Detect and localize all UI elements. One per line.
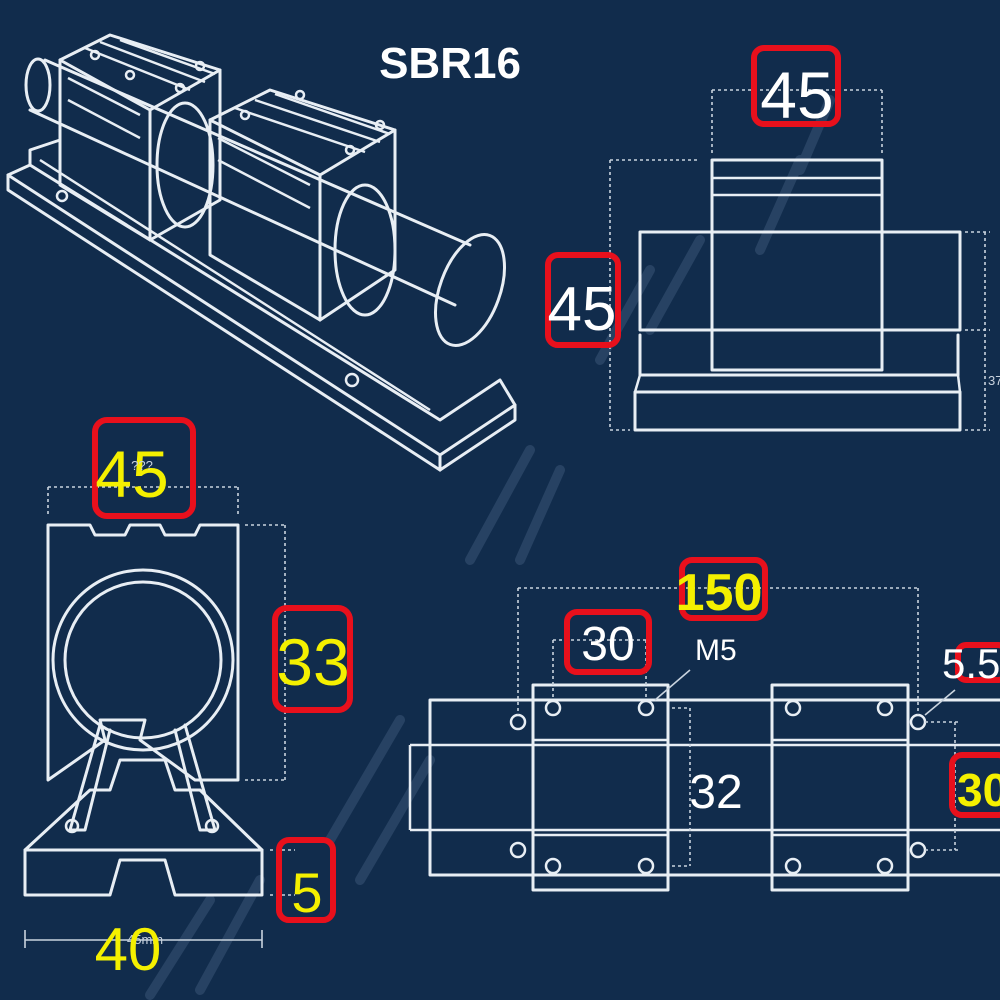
shaft-end bbox=[434, 233, 506, 347]
placeholder-text: ??? bbox=[131, 458, 153, 473]
width-label: 45 bbox=[95, 437, 168, 511]
small-unit-label: 45mm bbox=[127, 932, 163, 947]
height-highlight-box bbox=[545, 252, 621, 348]
top-view: M5 32 150 30 5.5 30 bbox=[408, 557, 1000, 892]
block-width-label: 32 bbox=[689, 766, 742, 819]
thread-label: M5 bbox=[695, 634, 737, 667]
bearing-bore bbox=[51, 568, 235, 752]
watermark bbox=[145, 95, 835, 1000]
base-width-label: 40 bbox=[95, 916, 162, 983]
bearing-block-2 bbox=[208, 88, 397, 322]
length-highlight-box bbox=[679, 557, 768, 621]
end-view: 45mm 45 ??? 33 5 40 bbox=[23, 417, 353, 983]
base-thickness-highlight-box bbox=[276, 837, 336, 923]
front-view: 37 45 45 bbox=[545, 45, 1000, 432]
hole-dia-highlight-box bbox=[955, 642, 1000, 683]
width-highlight-box bbox=[751, 45, 841, 127]
isometric-view bbox=[6, 33, 517, 472]
height-label: 33 bbox=[276, 625, 349, 699]
base-thickness-label: 5 bbox=[291, 861, 322, 924]
height-label: 45 bbox=[548, 275, 617, 344]
rail-mounting-hole bbox=[55, 189, 69, 203]
rail-mounting-hole bbox=[344, 372, 360, 388]
height-highlight-box bbox=[272, 605, 353, 713]
right-cut-label: 37 bbox=[988, 373, 1000, 388]
shaft-start bbox=[24, 57, 52, 113]
bearing-block-1 bbox=[58, 33, 222, 242]
length-label: 150 bbox=[676, 564, 763, 622]
hole-spacing-label: 30 bbox=[581, 618, 634, 671]
bearing-bore bbox=[155, 101, 215, 229]
width-highlight-box bbox=[92, 417, 196, 519]
hole-dia-label: 5.5 bbox=[942, 640, 1000, 687]
hole-spacing-highlight-box bbox=[564, 609, 652, 675]
bearing-bore bbox=[333, 183, 397, 317]
rail-hole-label: 30 bbox=[957, 764, 1000, 816]
rail-hole-highlight-box bbox=[949, 752, 1000, 818]
diagram-title: SBR16 bbox=[379, 39, 521, 88]
width-label: 45 bbox=[760, 58, 833, 132]
